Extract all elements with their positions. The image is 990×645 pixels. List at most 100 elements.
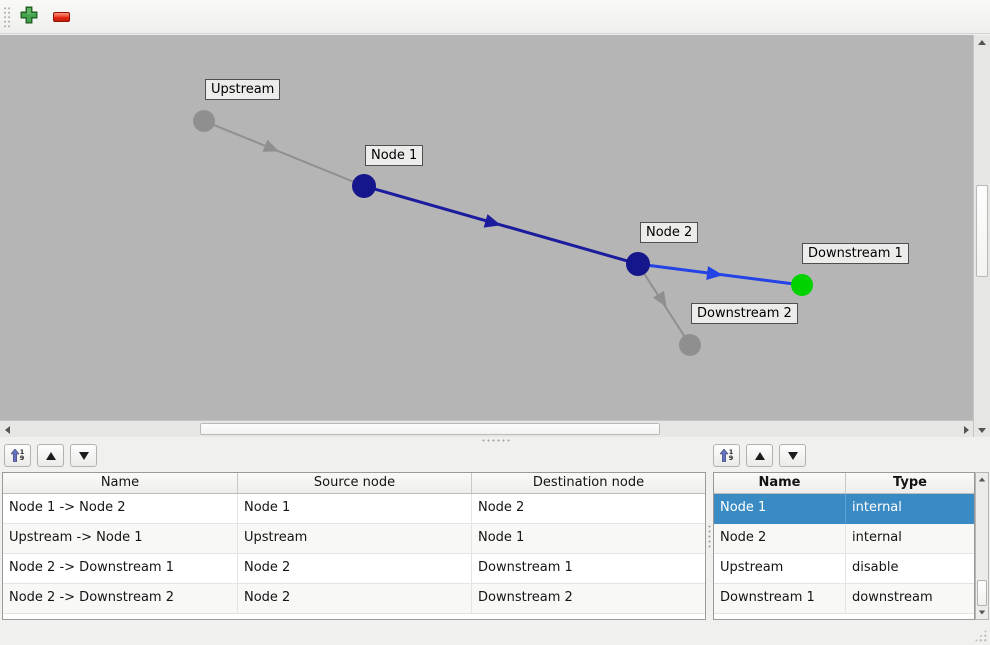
sort-digit-bottom: 9 (728, 453, 734, 462)
cell-source: Upstream (238, 524, 472, 553)
canvas-vertical-scrollbar[interactable] (973, 35, 990, 437)
scroll-up-button[interactable] (976, 473, 988, 486)
arrow-down-icon (978, 610, 986, 615)
scroll-down-button[interactable] (976, 606, 988, 619)
cell-name: Upstream (714, 554, 846, 583)
main-toolbar (0, 0, 990, 34)
edge-arrow-icon (262, 139, 279, 152)
node-label-upstream[interactable]: Upstream (205, 79, 281, 100)
arrow-left-icon (4, 425, 10, 434)
cell-type: internal (852, 500, 902, 515)
graph-edge-node1-node2[interactable] (363, 184, 639, 266)
table-row[interactable]: Node 1 -> Node 2 Node 1 Node 2 (3, 494, 705, 524)
cell-name: Node 2 (714, 524, 846, 553)
cell-destination: Downstream 2 (478, 590, 573, 605)
triangle-up-icon (45, 451, 56, 460)
table-row[interactable]: Node 2 -> Downstream 1 Node 2 Downstream… (3, 554, 705, 584)
graph-canvas[interactable]: Upstream Node 1 Node 2 Downstream 1 Down… (0, 35, 973, 420)
column-header-name[interactable]: Name (3, 473, 238, 493)
move-node-up-button[interactable] (746, 444, 773, 467)
graph-node-upstream[interactable] (193, 110, 215, 132)
move-node-down-button[interactable] (779, 444, 806, 467)
cell-destination: Node 1 (478, 530, 525, 545)
table-row[interactable]: Upstream -> Node 1 Upstream Node 1 (3, 524, 705, 554)
graph-node-node2[interactable] (626, 252, 650, 276)
sort-digit-bottom: 9 (19, 453, 25, 462)
edge-arrow-icon (483, 214, 501, 228)
scroll-up-button[interactable] (974, 35, 990, 49)
node-label-downstream2[interactable]: Downstream 2 (691, 303, 798, 324)
horizontal-pane-splitter[interactable] (0, 437, 990, 444)
vertical-pane-splitter[interactable] (706, 444, 713, 622)
sort-ascending-icon: 1 9 (719, 448, 734, 462)
graph-node-downstream1[interactable] (791, 274, 813, 296)
cell-source: Node 2 (238, 584, 472, 613)
cell-name: Node 2 -> Downstream 1 (3, 554, 238, 583)
cell-destination: Node 2 (478, 500, 525, 515)
column-header-source-node[interactable]: Source node (238, 473, 472, 493)
cell-type: disable (852, 560, 899, 575)
cell-type: downstream (852, 590, 933, 605)
triangle-down-icon (787, 451, 798, 460)
plus-icon (20, 6, 38, 28)
graph-edge-upstream-node1[interactable] (203, 120, 365, 187)
cell-name: Upstream -> Node 1 (3, 524, 238, 553)
splitter-handle-icon (481, 439, 511, 442)
table-row[interactable]: Node 2 -> Downstream 2 Node 2 Downstream… (3, 584, 705, 614)
sort-digit-top: 1 (728, 448, 734, 456)
vertical-scrollbar-thumb[interactable] (976, 185, 988, 277)
nodes-table-header: Name Type (714, 473, 974, 494)
edge-arrow-icon (652, 290, 667, 307)
table-row[interactable]: Upstream disable (714, 554, 974, 584)
graph-node-downstream2[interactable] (679, 334, 701, 356)
graph-svg (193, 110, 813, 356)
scroll-down-button[interactable] (974, 423, 990, 437)
add-node-button[interactable] (17, 5, 41, 29)
move-link-up-button[interactable] (37, 444, 64, 467)
node-label-downstream1[interactable]: Downstream 1 (802, 243, 909, 264)
graph-node-node1[interactable] (352, 174, 376, 198)
scroll-right-button[interactable] (959, 422, 973, 437)
scroll-left-button[interactable] (0, 422, 14, 437)
sort-links-button[interactable]: 1 9 (4, 444, 31, 467)
column-header-type[interactable]: Type (893, 475, 927, 490)
cell-source: Node 2 (238, 554, 472, 583)
cell-destination: Downstream 1 (478, 560, 573, 575)
links-table-header: Name Source node Destination node (3, 473, 705, 494)
arrow-up-icon (978, 477, 986, 482)
minus-icon (52, 12, 70, 22)
cell-name: Node 2 -> Downstream 2 (3, 584, 238, 613)
window-resize-grip[interactable] (974, 629, 987, 642)
table-row[interactable]: Downstream 1 downstream (714, 584, 974, 614)
sort-nodes-button[interactable]: 1 9 (713, 444, 740, 467)
node-label-node1[interactable]: Node 1 (365, 145, 424, 166)
table-row-selected[interactable]: Node 1 internal (714, 494, 974, 524)
arrow-up-icon (978, 39, 986, 45)
table-row[interactable]: Node 2 internal (714, 524, 974, 554)
arrow-right-icon (963, 425, 969, 434)
status-bar (0, 623, 990, 645)
links-table: Name Source node Destination node Node 1… (2, 472, 706, 620)
arrow-down-icon (978, 427, 986, 433)
nodes-table: Name Type Node 1 internal Node 2 interna… (713, 472, 975, 620)
triangle-up-icon (754, 451, 765, 460)
toolbar-drag-handle[interactable] (3, 6, 11, 28)
table-scrollbar-thumb[interactable] (977, 580, 987, 606)
splitter-handle-icon (708, 524, 711, 550)
remove-node-button[interactable] (49, 5, 73, 29)
cell-type: internal (852, 530, 902, 545)
cell-name: Node 1 (714, 494, 846, 523)
edge-arrow-icon (706, 266, 723, 281)
node-label-node2[interactable]: Node 2 (640, 222, 699, 243)
cell-name: Downstream 1 (714, 584, 846, 613)
cell-source: Node 1 (238, 494, 472, 523)
move-link-down-button[interactable] (70, 444, 97, 467)
column-header-name[interactable]: Name (714, 473, 846, 493)
canvas-horizontal-scrollbar[interactable] (0, 420, 973, 437)
column-header-destination-node[interactable]: Destination node (532, 475, 645, 490)
sort-digit-top: 1 (19, 448, 25, 456)
sort-ascending-icon: 1 9 (10, 448, 25, 462)
horizontal-scrollbar-thumb[interactable] (200, 423, 660, 435)
nodes-table-scrollbar[interactable] (975, 472, 989, 620)
